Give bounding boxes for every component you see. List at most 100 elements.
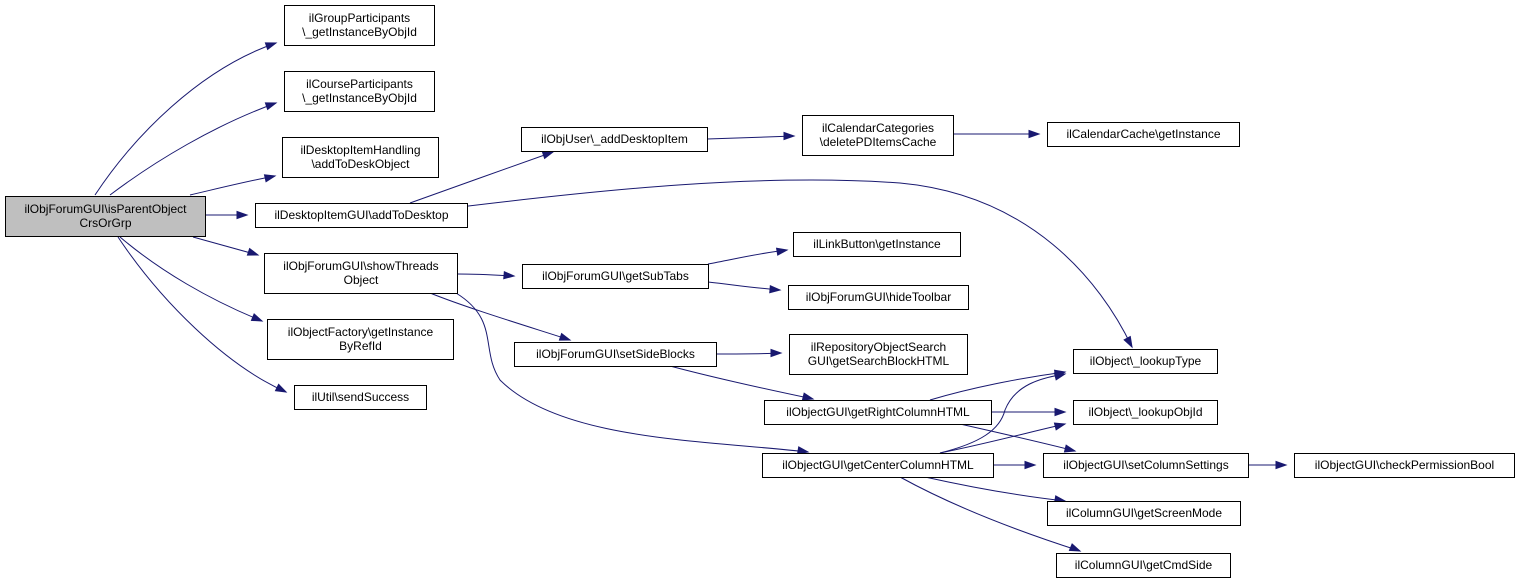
node-getSubTabs[interactable]: ilObjForumGUI\getSubTabs: [522, 264, 709, 289]
edge-line: [409, 151, 554, 204]
node-lookupObjId[interactable]: ilObject\_lookupObjId: [1073, 400, 1218, 425]
node-groupParticipants[interactable]: ilGroupParticipants\_getInstanceByObjId: [284, 5, 435, 46]
node-box: [1047, 501, 1241, 526]
edge-line: [459, 179, 1133, 348]
edge-centerCol-to-lookupType: [939, 372, 1067, 454]
edge-line: [929, 371, 1066, 401]
node-label-line: ByRefId: [339, 339, 382, 353]
node-box: [789, 334, 968, 375]
node-screenMode[interactable]: ilColumnGUI\getScreenMode: [1047, 501, 1241, 526]
node-label-line: ilColumnGUI\getScreenMode: [1066, 506, 1222, 520]
node-label-line: ilObjForumGUI\getSubTabs: [542, 269, 689, 283]
node-label-line: ilDesktopItemGUI\addToDesktop: [274, 208, 448, 222]
edge-line: [924, 476, 1066, 502]
edge-rightCol-to-lookupObjId: [991, 407, 1067, 417]
node-label-line: \_getInstanceByObjId: [302, 25, 417, 39]
node-calCategories[interactable]: ilCalendarCategories\deletePDItemsCache: [802, 115, 954, 156]
node-box: [521, 127, 708, 152]
node-label-line: ilObject\_lookupType: [1090, 354, 1202, 368]
edge-arrowhead: [1053, 422, 1067, 431]
edge-line: [706, 135, 795, 140]
node-calCache[interactable]: ilCalendarCache\getInstance: [1047, 122, 1240, 147]
node-box: [284, 71, 435, 112]
node-label-line: ilObject\_lookupObjId: [1088, 405, 1202, 419]
node-label-line: ilObjForumGUI\isParentObject: [24, 202, 187, 216]
node-objUserAdd[interactable]: ilObjUser\_addDesktopItem: [521, 127, 708, 152]
edge-objUserAdd-to-calCategories: [706, 131, 796, 141]
node-checkPerm[interactable]: ilObjectGUI\checkPermissionBool: [1294, 453, 1515, 478]
node-setSideBlocks[interactable]: ilObjForumGUI\setSideBlocks: [514, 342, 717, 367]
edge-arrowhead: [770, 348, 783, 358]
node-label-line: GUI\getSearchBlockHTML: [808, 354, 950, 368]
call-graph-edges: [94, 42, 1288, 552]
node-label-line: ilCalendarCache\getInstance: [1066, 127, 1220, 141]
edge-centerCol-to-cmdSide: [899, 476, 1082, 552]
node-setColSettings[interactable]: ilObjectGUI\setColumnSettings: [1043, 453, 1249, 478]
node-hideToolbar[interactable]: ilObjForumGUI\hideToolbar: [788, 285, 969, 310]
node-label-line: \deletePDItemsCache: [820, 135, 937, 149]
edge-root-to-courseParticipants: [109, 102, 278, 196]
node-box: [764, 400, 992, 425]
node-box: [762, 453, 994, 478]
node-label-line: ilObjForumGUI\showThreads: [283, 259, 438, 273]
node-box: [5, 196, 206, 237]
node-label-line: ilGroupParticipants: [309, 11, 410, 25]
edge-arrowhead: [1028, 129, 1041, 139]
node-rightCol[interactable]: ilObjectGUI\getRightColumnHTML: [764, 400, 992, 425]
node-box: [255, 203, 468, 228]
node-courseParticipants[interactable]: ilCourseParticipants\_getInstanceByObjId: [284, 71, 435, 112]
edge-arrowhead: [264, 42, 278, 51]
node-box: [1056, 553, 1231, 578]
edge-line: [117, 236, 287, 393]
edge-centerCol-to-lookupObjId: [939, 422, 1067, 454]
node-desktopItemGUI[interactable]: ilDesktopItemGUI\addToDesktop: [255, 203, 468, 228]
edge-arrowhead: [503, 270, 516, 280]
node-label-line: ilObjForumGUI\hideToolbar: [806, 290, 951, 304]
node-repoSearch[interactable]: ilRepositoryObjectSearchGUI\getSearchBlo…: [789, 334, 968, 375]
edge-arrowhead: [263, 174, 277, 183]
node-label-line: ilObjectFactory\getInstance: [288, 325, 434, 339]
node-box: [1294, 453, 1515, 478]
edge-getSubTabs-to-linkButton: [707, 247, 789, 265]
node-box: [1047, 122, 1240, 147]
node-label-line: ilObjectGUI\setColumnSettings: [1063, 458, 1228, 472]
edge-line: [429, 292, 571, 341]
edge-setSideBlocks-to-repoSearch: [715, 348, 783, 358]
edge-line: [899, 476, 1081, 552]
node-linkButton[interactable]: ilLinkButton\getInstance: [793, 232, 961, 257]
node-label-line: ilCourseParticipants: [306, 77, 413, 91]
node-label-line: \addToDeskObject: [311, 157, 410, 171]
node-label-line: ilObjectGUI\getCenterColumnHTML: [782, 458, 974, 472]
node-centerCol[interactable]: ilObjectGUI\getCenterColumnHTML: [762, 453, 994, 478]
node-lookupType[interactable]: ilObject\_lookupType: [1073, 349, 1218, 374]
edge-line: [959, 423, 1076, 452]
node-cmdSide[interactable]: ilColumnGUI\getCmdSide: [1056, 553, 1231, 578]
edge-line: [455, 292, 809, 453]
node-box: [264, 253, 458, 294]
edge-arrowhead: [236, 210, 249, 220]
edge-root-to-utilSendSuccess: [117, 236, 288, 393]
edge-line: [707, 249, 788, 265]
node-label-line: ilObjForumGUI\setSideBlocks: [536, 347, 695, 361]
node-utilSendSuccess[interactable]: ilUtil\sendSuccess: [294, 385, 427, 410]
edge-line: [109, 102, 277, 196]
node-label-line: CrsOrGrp: [80, 216, 132, 230]
edge-arrowhead: [541, 151, 555, 160]
edge-arrowhead: [1053, 372, 1067, 381]
node-label-line: ilUtil\sendSuccess: [312, 390, 409, 404]
node-desktopItemHandling[interactable]: ilDesktopItemHandling\addToDeskObject: [282, 137, 439, 178]
node-label-line: ilLinkButton\getInstance: [813, 237, 941, 251]
node-box: [802, 115, 954, 156]
edge-line: [189, 175, 276, 196]
node-label-line: ilObjUser\_addDesktopItem: [541, 132, 688, 146]
node-box: [267, 319, 454, 360]
edge-arrowhead: [264, 102, 278, 111]
edge-line: [94, 42, 277, 196]
node-label-line: ilRepositoryObjectSearch: [811, 340, 946, 354]
node-label-line: ilObjectGUI\checkPermissionBool: [1315, 458, 1494, 472]
edge-line: [707, 281, 781, 291]
